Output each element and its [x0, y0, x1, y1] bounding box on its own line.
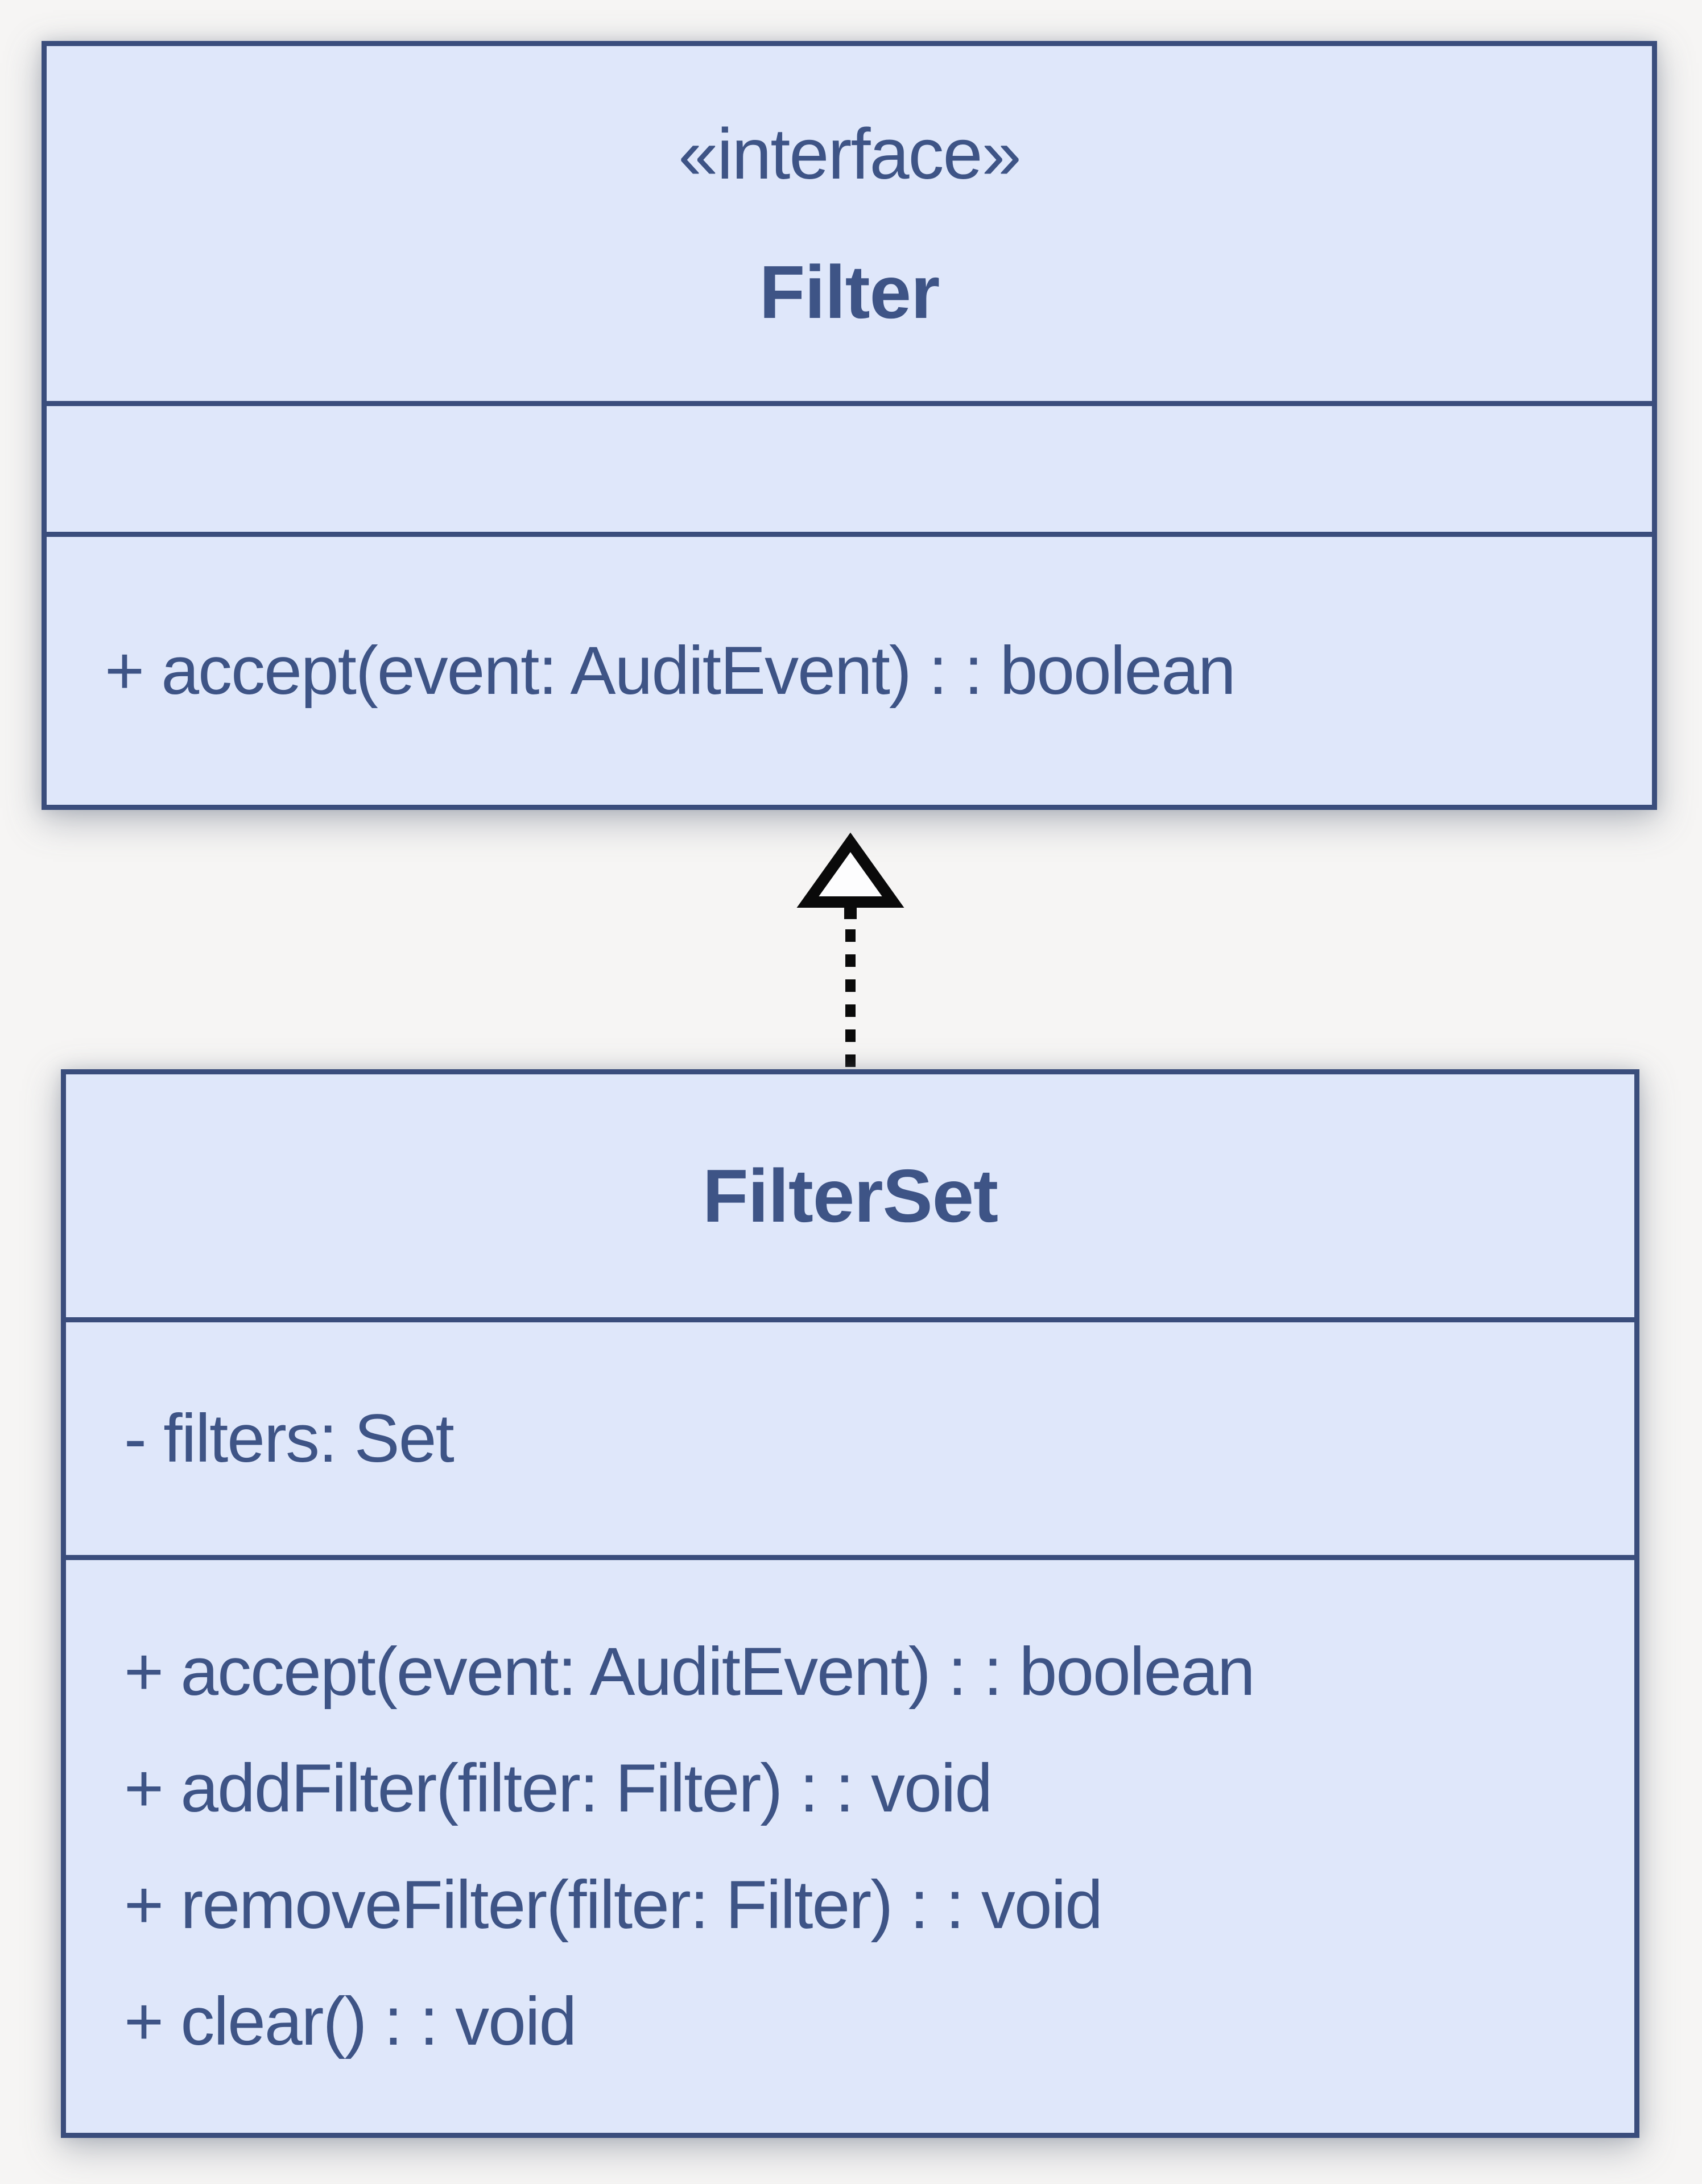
interface-methods-compartment: + accept(event: AuditEvent) : : boolean: [47, 532, 1652, 805]
filterset-class-name: FilterSet: [702, 1154, 998, 1238]
method-item: + clear() : : void: [124, 1983, 577, 2059]
method-item: + accept(event: AuditEvent) : : boolean: [105, 632, 1236, 709]
method-item: + addFilter(filter: Filter) : : void: [124, 1749, 993, 1826]
attribute-item: - filters: Set: [124, 1400, 455, 1476]
hollow-triangle-arrowhead-icon: [796, 832, 904, 908]
filterset-class-box: FilterSet - filters: Set + accept(event:…: [61, 1069, 1639, 2138]
interface-filter-class-box: «interface» Filter + accept(event: Audit…: [42, 41, 1657, 810]
filterset-attributes-compartment: - filters: Set: [66, 1317, 1634, 1555]
realization-arrow: [796, 832, 904, 1067]
filterset-header-compartment: FilterSet: [66, 1074, 1634, 1317]
interface-class-name: Filter: [759, 250, 940, 334]
interface-attributes-compartment: [47, 401, 1652, 532]
method-item: + accept(event: AuditEvent) : : boolean: [124, 1633, 1255, 1710]
filterset-methods-compartment: + accept(event: AuditEvent) : : boolean …: [66, 1555, 1634, 2133]
method-item: + removeFilter(filter: Filter) : : void: [124, 1866, 1103, 1943]
interface-stereotype-label: «interface»: [678, 113, 1021, 194]
interface-header-compartment: «interface» Filter: [47, 46, 1652, 401]
